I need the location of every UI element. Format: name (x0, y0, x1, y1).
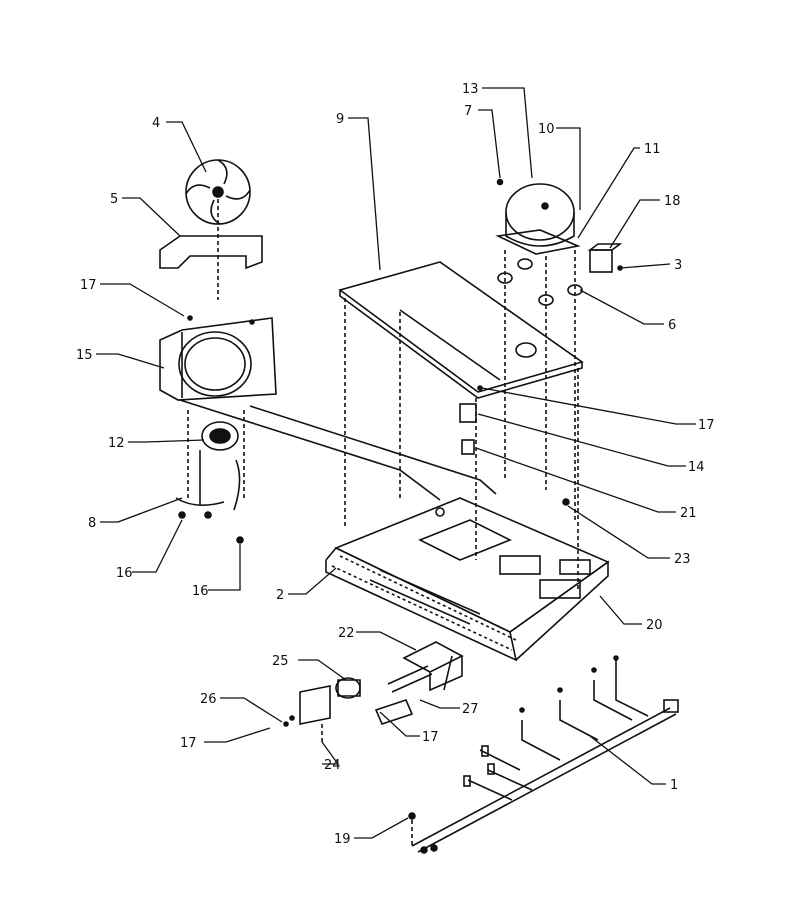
callout-17: 17 (422, 730, 439, 745)
callout-26: 26 (200, 692, 217, 707)
damper-bracket (387, 641, 464, 693)
callout-13: 13 (462, 82, 479, 97)
leader-lines (96, 87, 696, 839)
callout-19: 19 (334, 832, 351, 847)
wiring-harness (408, 655, 679, 854)
wire-routing (179, 399, 497, 501)
callout-23: 23 (674, 552, 691, 567)
callout-17: 17 (80, 278, 97, 293)
callout-17: 17 (698, 418, 715, 433)
callout-7: 7 (464, 104, 472, 119)
callout-9: 9 (336, 112, 344, 127)
fan-blade (185, 159, 251, 300)
callout-21: 21 (680, 506, 697, 521)
fan-bracket (159, 235, 263, 270)
fan-shroud (159, 315, 277, 401)
thermostat-assembly (283, 677, 414, 742)
callout-24: 24 (324, 758, 341, 773)
callout-2: 2 (276, 588, 284, 603)
callout-20: 20 (646, 618, 663, 633)
callout-14: 14 (688, 460, 705, 475)
callout-18: 18 (664, 194, 681, 209)
callout-1: 1 (670, 778, 678, 793)
callout-22: 22 (338, 626, 355, 641)
callout-17: 17 (180, 736, 197, 751)
callout-8: 8 (88, 516, 96, 531)
callout-5: 5 (110, 192, 118, 207)
base-pan (325, 497, 610, 662)
relay (587, 243, 623, 273)
callout-15: 15 (76, 348, 93, 363)
callout-16: 16 (192, 584, 209, 599)
callout-25: 25 (272, 654, 289, 669)
callout-10: 10 (538, 122, 555, 137)
fan-motor (175, 410, 245, 544)
compressor (495, 178, 583, 520)
callout-4: 4 (152, 116, 160, 131)
callout-11: 11 (644, 142, 661, 157)
callout-6: 6 (668, 318, 676, 333)
callout-labels: 4 5 17 15 12 8 16 16 9 13 7 10 11 18 3 6… (76, 82, 715, 847)
top-cover (338, 261, 584, 590)
callout-12: 12 (108, 436, 125, 451)
callout-3: 3 (674, 258, 682, 273)
callout-16: 16 (116, 566, 133, 581)
control-components (459, 385, 570, 506)
callout-27: 27 (462, 702, 479, 717)
